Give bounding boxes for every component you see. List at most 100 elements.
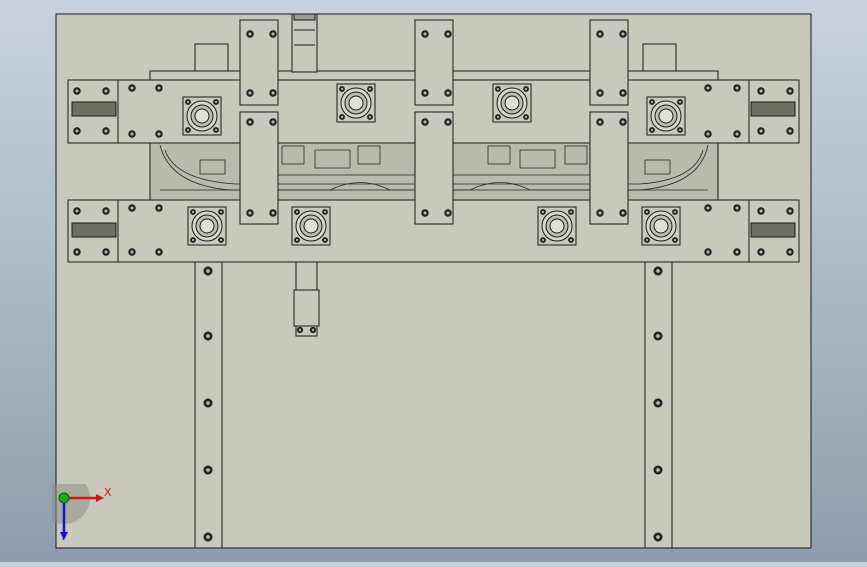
bolt-center — [706, 206, 710, 210]
bolt-center — [656, 401, 660, 405]
y-axis-label: Y — [59, 530, 67, 543]
bolt-center — [248, 120, 252, 124]
bolt-center — [621, 32, 625, 36]
bolt-center — [621, 91, 625, 95]
bearing-bore — [199, 218, 215, 234]
bolt-center — [759, 250, 763, 254]
bolt-center — [706, 86, 710, 90]
bolt-center — [759, 89, 763, 93]
bolt-center — [621, 120, 625, 124]
bolt-center — [206, 269, 210, 273]
bolt-center — [788, 89, 792, 93]
bolt-center — [598, 120, 602, 124]
bolt-center — [157, 206, 161, 210]
bolt-center — [496, 115, 500, 119]
bolt-center — [271, 32, 275, 36]
bolt-center — [735, 132, 739, 136]
bolt-center — [271, 91, 275, 95]
bolt-center — [446, 211, 450, 215]
bolt-center — [645, 210, 649, 214]
bolt-center — [706, 132, 710, 136]
bolt-center — [206, 401, 210, 405]
bolt-center — [271, 211, 275, 215]
bolt-center — [735, 206, 739, 210]
bolt-center — [656, 334, 660, 338]
left-lower-slot — [71, 222, 117, 238]
bolt-center — [656, 269, 660, 273]
bolt-center — [323, 210, 327, 214]
bolt-center — [446, 91, 450, 95]
right-lower-slot — [750, 222, 796, 238]
bolt-center — [423, 211, 427, 215]
bolt-center — [157, 86, 161, 90]
bolt-center — [130, 250, 134, 254]
bolt-center — [323, 238, 327, 242]
bolt-center — [541, 210, 545, 214]
bolt-center — [650, 100, 654, 104]
bolt-center — [673, 210, 677, 214]
bolt-center — [104, 250, 108, 254]
bolt-center — [650, 128, 654, 132]
bolt-center — [157, 250, 161, 254]
bearing-bore — [658, 108, 674, 124]
bolt-center — [130, 86, 134, 90]
bolt-center — [656, 468, 660, 472]
bolt-center — [271, 120, 275, 124]
left-upper-slot — [71, 101, 117, 117]
bolt-center — [678, 128, 682, 132]
bolt-center — [423, 120, 427, 124]
bolt-center — [496, 87, 500, 91]
clamp-plate-3-bottom — [589, 111, 629, 225]
bearing-bore — [194, 108, 210, 124]
clamp-plate-1-bottom — [239, 111, 279, 225]
cylinder-clevis — [293, 289, 320, 327]
x-axis-label: X — [104, 486, 112, 499]
bolt-center — [75, 129, 79, 133]
bolt-center — [75, 89, 79, 93]
bolt-center — [186, 100, 190, 104]
bolt-center — [311, 328, 315, 332]
bolt-center — [788, 209, 792, 213]
bolt-center — [524, 87, 528, 91]
bolt-center — [759, 209, 763, 213]
bolt-center — [298, 328, 302, 332]
bolt-center — [104, 209, 108, 213]
bolt-center — [621, 211, 625, 215]
bolt-center — [214, 100, 218, 104]
bolt-center — [598, 211, 602, 215]
bolt-center — [130, 206, 134, 210]
bolt-center — [191, 238, 195, 242]
bearing-bore — [504, 95, 520, 111]
bolt-center — [191, 210, 195, 214]
bolt-center — [186, 128, 190, 132]
bolt-center — [541, 238, 545, 242]
bearing-bore — [348, 95, 364, 111]
clamp-plate-2-bottom — [414, 111, 454, 225]
bolt-center — [214, 128, 218, 132]
bolt-center — [598, 32, 602, 36]
bolt-center — [219, 238, 223, 242]
bolt-center — [368, 115, 372, 119]
cylinder-cap — [293, 13, 316, 21]
bolt-center — [788, 129, 792, 133]
bolt-center — [295, 210, 299, 214]
bolt-center — [759, 129, 763, 133]
bolt-center — [340, 87, 344, 91]
bolt-center — [673, 238, 677, 242]
bolt-center — [130, 132, 134, 136]
bolt-center — [219, 210, 223, 214]
bolt-center — [446, 120, 450, 124]
bolt-center — [735, 250, 739, 254]
left-cylinder-top — [194, 43, 229, 72]
bolt-center — [206, 334, 210, 338]
bolt-center — [423, 91, 427, 95]
bolt-center — [678, 100, 682, 104]
bolt-center — [340, 115, 344, 119]
bolt-center — [569, 210, 573, 214]
bolt-center — [446, 32, 450, 36]
bolt-center — [248, 91, 252, 95]
bolt-center — [75, 250, 79, 254]
bearing-bore — [549, 218, 565, 234]
bolt-center — [569, 238, 573, 242]
